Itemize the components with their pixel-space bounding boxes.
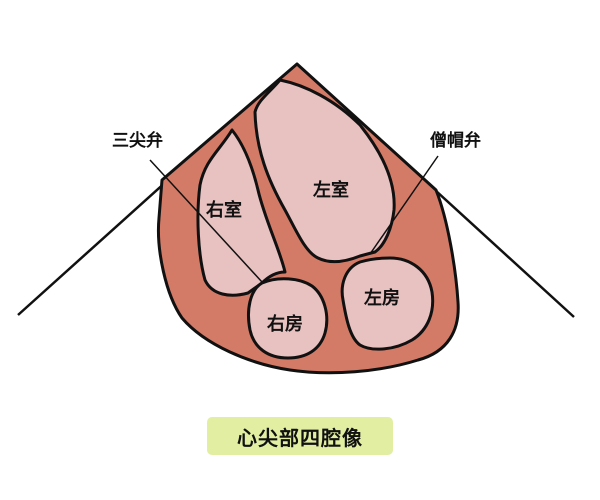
caption-box: 心尖部四腔像 — [207, 417, 393, 455]
right-ventricle-label: 右室 — [206, 199, 242, 221]
left-ventricle-label: 左室 — [313, 179, 349, 201]
mitral-callout-line — [369, 155, 439, 255]
right-atrium-chamber — [247, 277, 329, 360]
right-atrium-label: 右房 — [267, 313, 303, 335]
mitral-valve-label: 僧帽弁 — [430, 130, 481, 151]
caption-title: 心尖部四腔像 — [237, 425, 363, 450]
left-atrium-chamber — [340, 256, 435, 351]
tricuspid-valve-label: 三尖弁 — [112, 130, 163, 151]
tricuspid-callout-line — [149, 159, 263, 283]
left-atrium-label: 左房 — [364, 287, 400, 309]
left-ventricle-chamber — [253, 78, 396, 264]
